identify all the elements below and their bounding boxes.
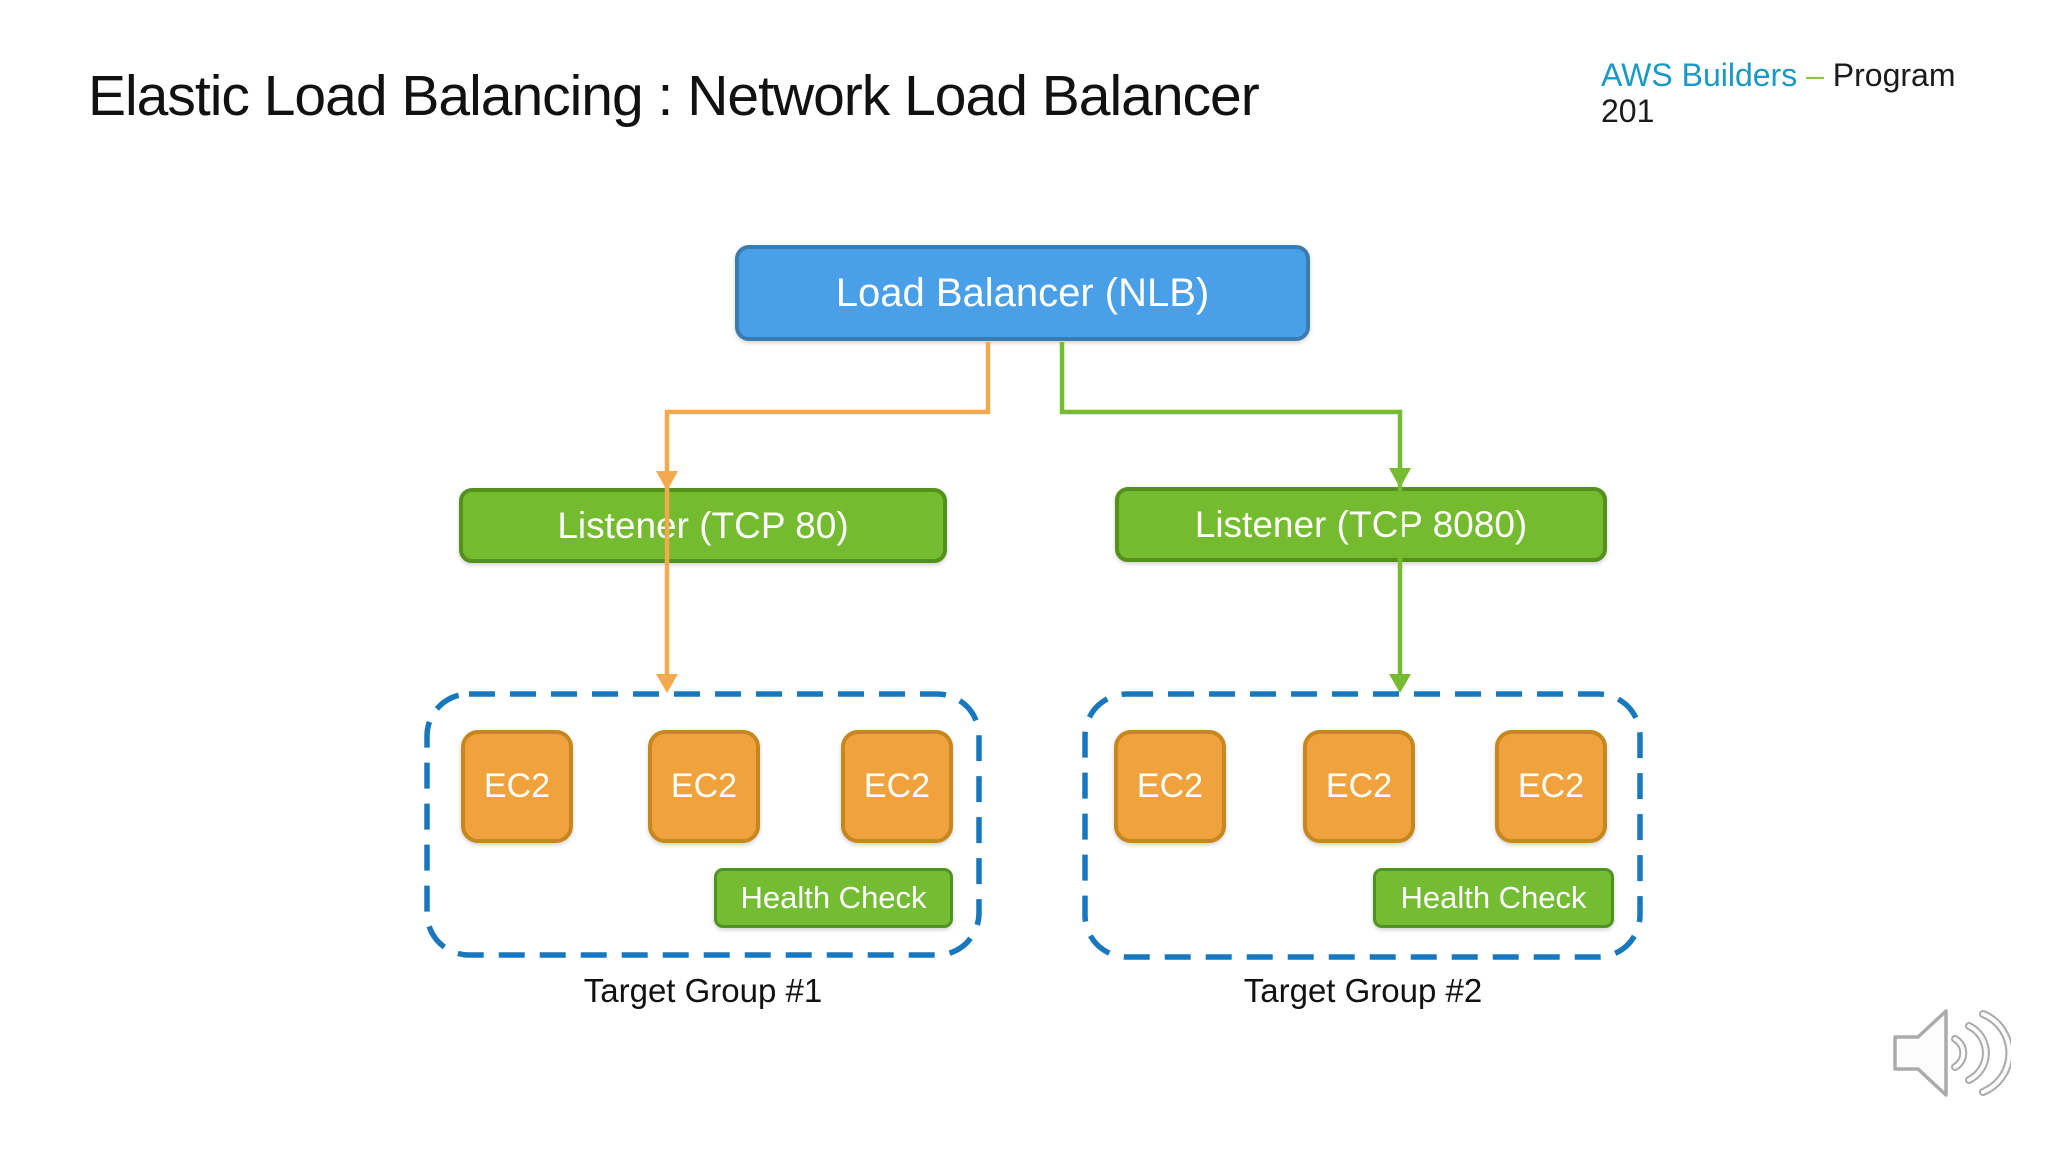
green-arrowhead-listener bbox=[1389, 468, 1411, 488]
load-balancer-label: Load Balancer (NLB) bbox=[835, 270, 1210, 315]
speaker-icon bbox=[1893, 1009, 2014, 1097]
health-check-label: Health Check bbox=[740, 880, 927, 915]
ec2-instance: EC2 bbox=[461, 730, 573, 843]
slide-title: Elastic Load Balancing : Network Load Ba… bbox=[88, 64, 1260, 128]
target-group-1-caption: Target Group #1 bbox=[583, 972, 823, 1009]
ec2-instance: EC2 bbox=[1114, 730, 1226, 843]
badge-separator-dash: – bbox=[1806, 57, 1824, 93]
listener-tcp80-node: Listener (TCP 80) bbox=[459, 488, 947, 563]
ec2-label: EC2 bbox=[483, 767, 551, 805]
orange-arrowhead-target-group bbox=[656, 674, 678, 693]
badge-program-text: Program 201 bbox=[1601, 57, 1956, 129]
green-arrowhead-target-group bbox=[1389, 674, 1411, 693]
target-group-2-caption: Target Group #2 bbox=[1243, 972, 1483, 1009]
health-check-node: Health Check bbox=[1373, 868, 1614, 928]
health-check-node: Health Check bbox=[714, 868, 953, 928]
ec2-label: EC2 bbox=[863, 767, 931, 805]
ec2-label: EC2 bbox=[1136, 767, 1204, 805]
listener-tcp8080-node: Listener (TCP 8080) bbox=[1115, 487, 1607, 562]
load-balancer-node: Load Balancer (NLB) bbox=[735, 245, 1310, 341]
ec2-instance: EC2 bbox=[1303, 730, 1415, 843]
health-check-label: Health Check bbox=[1400, 880, 1587, 915]
ec2-label: EC2 bbox=[670, 767, 738, 805]
listener-tcp8080-label: Listener (TCP 8080) bbox=[1194, 503, 1528, 545]
badge-brand-text: AWS Builders bbox=[1601, 57, 1798, 93]
ec2-label: EC2 bbox=[1325, 767, 1393, 805]
ec2-instance: EC2 bbox=[648, 730, 760, 843]
ec2-label: EC2 bbox=[1517, 767, 1585, 805]
ec2-instance: EC2 bbox=[841, 730, 953, 843]
listener-tcp80-label: Listener (TCP 80) bbox=[557, 504, 849, 546]
ec2-instance: EC2 bbox=[1495, 730, 1607, 843]
audio-playback-control[interactable] bbox=[1893, 1008, 2017, 1108]
program-badge: AWS Builders – Program 201 bbox=[1601, 57, 1986, 130]
